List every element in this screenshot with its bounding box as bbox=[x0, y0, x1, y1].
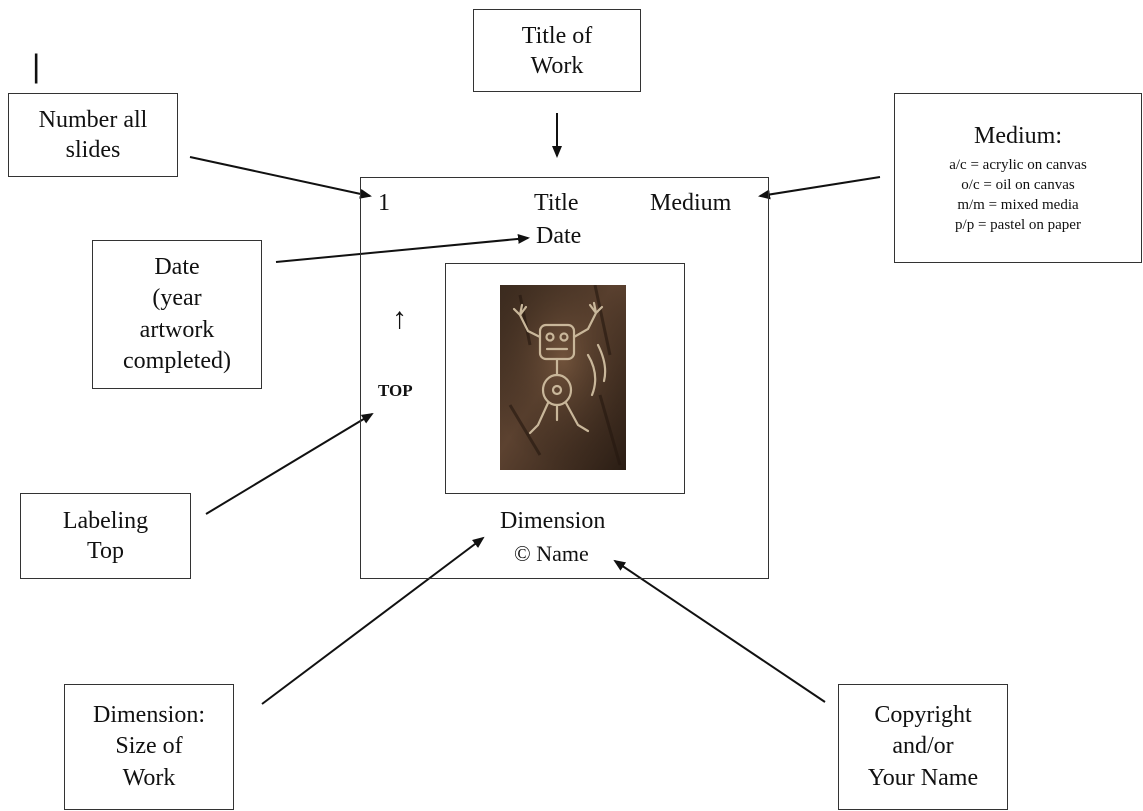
arrow-copyright bbox=[613, 559, 826, 703]
callout-text: artwork bbox=[139, 316, 215, 343]
callout-text: completed) bbox=[123, 347, 231, 374]
arrow-dimension bbox=[261, 536, 485, 705]
top-label: TOP bbox=[378, 381, 413, 400]
callout-text: Copyright bbox=[874, 702, 972, 729]
slide-number: 1 bbox=[378, 190, 390, 216]
arrow-medium bbox=[758, 176, 881, 200]
top-arrow-glyph: ↑ bbox=[392, 302, 407, 335]
callout-text: and/or bbox=[892, 733, 954, 760]
arrow-number bbox=[189, 156, 372, 199]
arrow-top bbox=[205, 412, 374, 515]
callout-text: Title of bbox=[521, 22, 593, 49]
callout-text: Work bbox=[122, 764, 176, 791]
callout-text: slides bbox=[65, 137, 121, 163]
slide-title: Title bbox=[534, 190, 579, 216]
callout-text: Top bbox=[87, 538, 124, 564]
medium-line: a/c = acrylic on canvas bbox=[949, 156, 1087, 173]
callout-text: Your Name bbox=[867, 764, 979, 791]
slide-date: Date bbox=[536, 223, 582, 249]
callout-title-of-work: Title of Work bbox=[473, 9, 641, 92]
slide-medium: Medium bbox=[650, 190, 732, 216]
arrow-date bbox=[275, 233, 530, 263]
callout-text: Size of bbox=[115, 733, 183, 760]
callout-labeling-top: Labeling Top bbox=[20, 493, 191, 579]
callout-text: Work bbox=[530, 52, 584, 79]
stray-mark: | bbox=[32, 48, 41, 84]
callout-date: Date (year artwork completed) bbox=[92, 240, 262, 389]
image-frame bbox=[445, 263, 685, 494]
slide-frame bbox=[360, 177, 769, 579]
slide-name: © Name bbox=[514, 541, 589, 566]
callout-text: Date bbox=[154, 254, 200, 281]
callout-dimension: Dimension: Size of Work bbox=[64, 684, 234, 810]
callout-text: Number all bbox=[38, 107, 148, 133]
callout-text: (year bbox=[152, 285, 202, 312]
medium-line: p/p = pastel on paper bbox=[955, 217, 1081, 234]
callout-text: Dimension: bbox=[93, 702, 205, 729]
callout-text: Labeling bbox=[62, 508, 149, 534]
artwork-image bbox=[500, 285, 626, 470]
callout-number-slides: Number all slides bbox=[8, 93, 178, 177]
callout-medium: Medium: a/c = acrylic on canvas o/c = oi… bbox=[894, 93, 1142, 263]
medium-line: m/m = mixed media bbox=[957, 197, 1079, 213]
callout-heading: Medium: bbox=[974, 122, 1062, 149]
callout-copyright: Copyright and/or Your Name bbox=[838, 684, 1008, 810]
slide-dimension: Dimension bbox=[500, 508, 606, 534]
medium-line: o/c = oil on canvas bbox=[961, 176, 1075, 193]
